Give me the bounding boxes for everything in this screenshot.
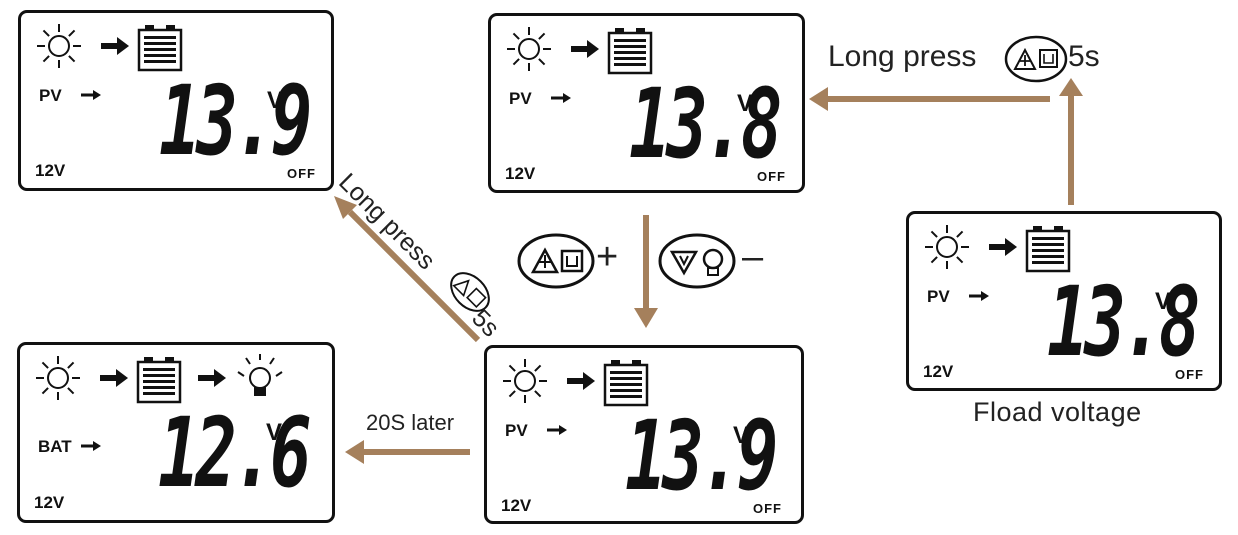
arrow-right-icon <box>571 40 599 58</box>
arrow-diagonal-head <box>334 196 357 219</box>
source-label: BAT <box>38 437 72 456</box>
system-voltage: 12V <box>923 362 954 381</box>
caption-long-press-top-prefix: Long press <box>828 40 977 73</box>
source-label: PV <box>927 287 950 306</box>
lcd-icons <box>37 24 183 100</box>
small-arrow-icon <box>969 291 989 301</box>
lcd-icons <box>503 359 649 435</box>
caption-long-press-top: Long press <box>828 40 976 74</box>
arrow-left-top-head <box>809 87 828 111</box>
small-arrow-icon <box>551 93 571 103</box>
voltage-unit: V <box>1155 288 1172 315</box>
caption-long-press-top-suffix: 5s <box>1068 40 1100 73</box>
load-state: OFF <box>287 166 316 181</box>
sun-icon <box>507 27 551 71</box>
arrow-down-head <box>634 308 658 328</box>
small-arrow-icon <box>81 90 101 100</box>
bulb-icon <box>237 354 283 396</box>
battery-icon <box>137 25 183 72</box>
arrow-right-icon <box>101 37 129 55</box>
small-arrow-icon <box>81 441 101 451</box>
arrow-right-icon <box>989 238 1017 256</box>
lcd-icons <box>925 225 1071 301</box>
arrow-right-icon <box>198 369 226 387</box>
voltage-readout: 13.8 <box>629 68 782 180</box>
arrow-left-bottom-head <box>345 440 364 464</box>
battery-icon <box>603 360 649 407</box>
load-state: OFF <box>1175 367 1204 382</box>
system-voltage: 12V <box>34 493 65 512</box>
down-load-button-icon <box>658 233 736 289</box>
battery-icon <box>1025 226 1071 273</box>
caption-minus: – <box>742 236 764 278</box>
voltage-unit: V <box>266 419 283 446</box>
voltage-readout: 12.6 <box>158 397 311 509</box>
lcd-icons <box>507 27 653 103</box>
sun-icon <box>36 356 80 400</box>
caption-diag-button-icon <box>450 272 490 312</box>
sun-icon <box>925 225 969 269</box>
lcd-icons <box>36 354 283 451</box>
caption-plus: + <box>596 236 619 278</box>
system-voltage: 12V <box>505 164 536 183</box>
system-voltage: 12V <box>35 161 66 180</box>
load-state: OFF <box>757 169 786 184</box>
arrow-diagonal <box>347 209 481 343</box>
arrow-right-icon <box>100 369 128 387</box>
source-label: PV <box>39 86 62 105</box>
up-setting-button-icon <box>517 233 595 289</box>
battery-icon <box>136 357 182 404</box>
system-voltage: 12V <box>501 496 532 515</box>
arrow-up-head <box>1059 78 1083 96</box>
source-label: PV <box>505 421 528 440</box>
arrow-right-icon <box>567 372 595 390</box>
small-arrow-icon <box>547 425 567 435</box>
source-label: PV <box>509 89 532 108</box>
voltage-unit: V <box>737 90 754 117</box>
voltage-unit: V <box>267 87 284 114</box>
caption-top-button-icon <box>1004 35 1068 83</box>
voltage-readout: 13.9 <box>159 65 312 177</box>
battery-icon <box>607 28 653 75</box>
sun-icon <box>503 359 547 403</box>
voltage-unit: V <box>733 422 750 449</box>
voltage-readout: 13.9 <box>625 400 778 512</box>
voltage-readout: 13.8 <box>1047 266 1200 378</box>
load-state: OFF <box>753 501 782 516</box>
caption-20s-later: 20S later <box>366 410 455 435</box>
sun-icon <box>37 24 81 68</box>
caption-float-voltage: Fload voltage <box>973 397 1142 427</box>
